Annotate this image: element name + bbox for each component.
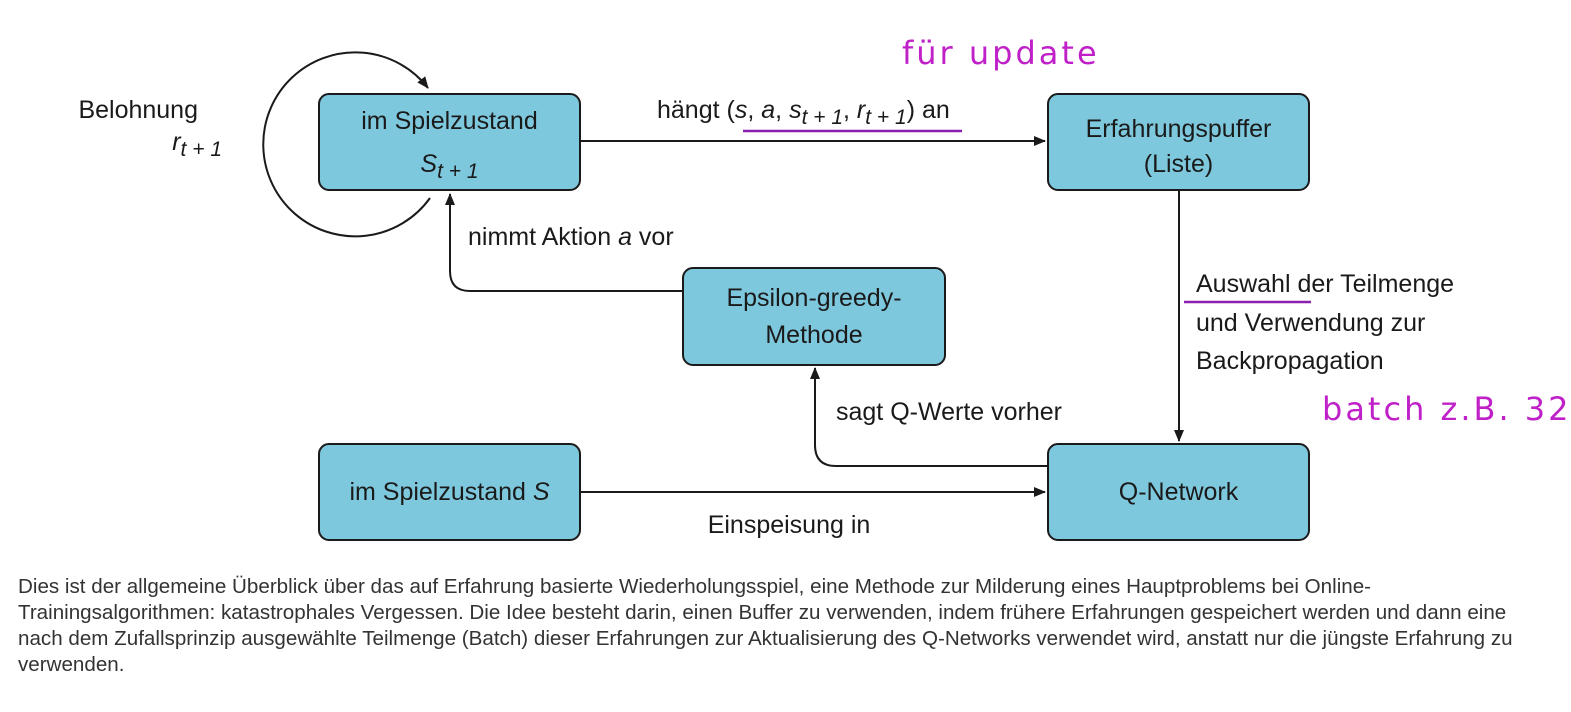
caption-text: Dies ist der allgemeine Überblick über d… <box>18 575 1513 676</box>
node-qnet: Q-Network <box>1047 443 1310 541</box>
action-label: nimmt Aktion a vor <box>468 223 674 251</box>
node-state-next-box <box>318 93 581 191</box>
annotation-for-update: für update <box>902 34 1100 72</box>
predict-label: sagt Q-Werte vorher <box>836 398 1062 426</box>
node-state-label: im Spielzustand S <box>349 478 549 506</box>
reward-label: Belohnung <box>78 96 198 124</box>
node-qnet-box <box>1047 443 1310 541</box>
sample-label-line3: Backpropagation <box>1196 347 1384 375</box>
node-buffer-label: Erfahrungspuffer <box>1086 115 1272 143</box>
sample-label-line1: Auswahl der Teilmenge <box>1196 270 1454 298</box>
append-label: hängt (s, a, st + 1, rt + 1) an <box>657 96 950 129</box>
experience-replay-diagram: im Spielzustand St + 1 Erfahrungspuffer … <box>78 34 1571 541</box>
predict-arrow <box>810 367 1047 467</box>
node-epsilon: Epsilon-greedy- Methode <box>682 267 946 366</box>
annotation-batch: batch z.B. 32 <box>1322 390 1571 428</box>
node-state-next-label: im Spielzustand <box>361 107 537 135</box>
node-state-next-var: St + 1 <box>420 150 478 183</box>
node-buffer-box <box>1047 93 1310 191</box>
node-epsilon-label: Epsilon-greedy- <box>726 284 901 312</box>
node-qnet-label: Q-Network <box>1119 478 1239 506</box>
node-state-box <box>318 443 581 541</box>
reward-var: rt + 1 <box>172 128 222 161</box>
sample-label-line2: und Verwendung zur <box>1196 309 1425 337</box>
node-buffer: Erfahrungspuffer (Liste) <box>1047 93 1310 191</box>
node-epsilon-box <box>682 267 946 366</box>
node-buffer-sublabel: (Liste) <box>1144 150 1213 178</box>
node-epsilon-sublabel: Methode <box>765 321 862 349</box>
node-state-next: im Spielzustand St + 1 <box>318 93 581 191</box>
feed-label: Einspeisung in <box>708 511 871 539</box>
reward-loop-arrow <box>262 51 431 238</box>
node-state: im Spielzustand S <box>318 443 581 541</box>
action-arrow <box>445 193 683 292</box>
